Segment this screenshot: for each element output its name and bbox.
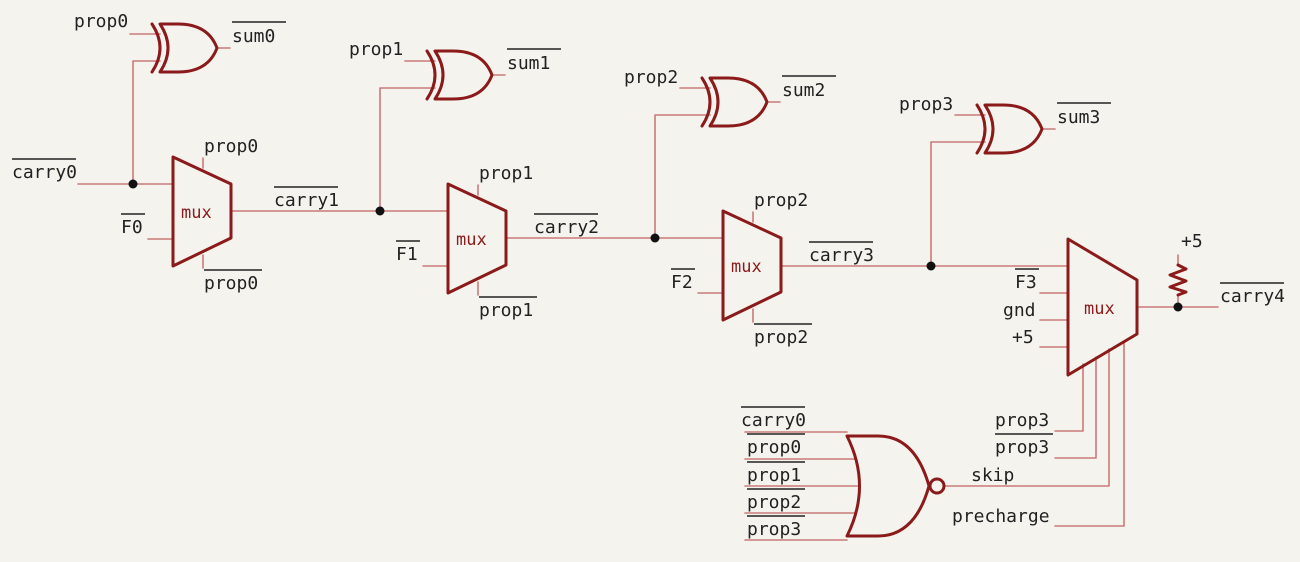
nor-gate [845,434,946,538]
xor-gate-0 [150,22,219,74]
wire-sel-precharge [1054,340,1125,527]
mux-0 [171,155,233,268]
label-xor3-prop: prop3 [899,94,953,115]
label-sum1: sum1 [507,53,550,74]
label-nor-in-prop1: prop1 [747,465,801,486]
wire-xor0-tap [132,60,161,185]
mux-2 [721,209,783,322]
wire-xor3-tap [930,141,986,267]
label-sum3: sum3 [1057,107,1100,128]
label-f0: F0 [121,217,143,238]
label-sum2: sum2 [782,80,825,101]
mux-3-label: mux [1084,299,1115,319]
xor-gate-3 [975,103,1044,155]
label-nor-in-prop0: prop0 [747,437,801,458]
label-mux0-top: prop0 [204,136,258,157]
label-sel-prop3b: prop3 [995,437,1049,458]
label-carry1: carry1 [274,190,339,211]
wires [77,33,1219,541]
wire-sel-prop3a [1054,363,1084,432]
label-carry3: carry3 [809,245,874,266]
label-nor-in-carry0: carry0 [741,410,806,431]
mux-0-label: mux [181,203,212,223]
label-nor-in-prop3: prop3 [747,519,801,540]
label-plus5-mux: +5 [1012,327,1034,348]
mux-1-label: mux [456,230,487,250]
label-carry0-in: carry0 [12,162,77,183]
wire-sel-skip [943,348,1110,487]
mux-1 [446,182,508,295]
label-sel-prop3a: prop3 [995,410,1049,431]
label-pullup-plus5: +5 [1181,231,1203,252]
label-mux2-top: prop2 [754,190,808,211]
label-nor-in-prop2: prop2 [747,492,801,513]
label-precharge: precharge [952,506,1050,527]
xor-gate-1 [425,49,494,101]
wire-xor2-tap [654,114,711,239]
wire-sel-prop3b [1054,356,1097,459]
junctions [128,179,1183,312]
label-mux2-bottom: prop2 [754,327,808,348]
label-f3: F3 [1015,272,1037,293]
label-sum0: sum0 [232,26,275,47]
label-xor1-prop: prop1 [349,39,403,60]
nor-inversion-bubble [928,477,946,495]
label-f1: F1 [396,244,418,265]
label-mux1-top: prop1 [479,163,533,184]
junction-dot [926,261,936,271]
label-carry4: carry4 [1220,286,1285,307]
label-carry2: carry2 [534,217,599,238]
label-f2: F2 [671,272,693,293]
junction-dot [375,206,385,216]
junction-dot [128,179,138,189]
xor-gate-2 [700,76,769,128]
junction-dot [650,233,660,243]
pullup-resistor [1168,263,1188,297]
mux-3 [1066,237,1139,377]
label-xor0-prop: prop0 [74,11,128,32]
label-mux0-bottom: prop0 [204,273,258,294]
mux-2-label: mux [731,257,762,277]
wire-xor1-tap [379,87,436,212]
label-mux1-bottom: prop1 [479,300,533,321]
junction-dot [1173,302,1183,312]
label-gnd: gnd [1003,300,1036,321]
label-skip: skip [971,465,1014,486]
label-xor2-prop: prop2 [624,67,678,88]
